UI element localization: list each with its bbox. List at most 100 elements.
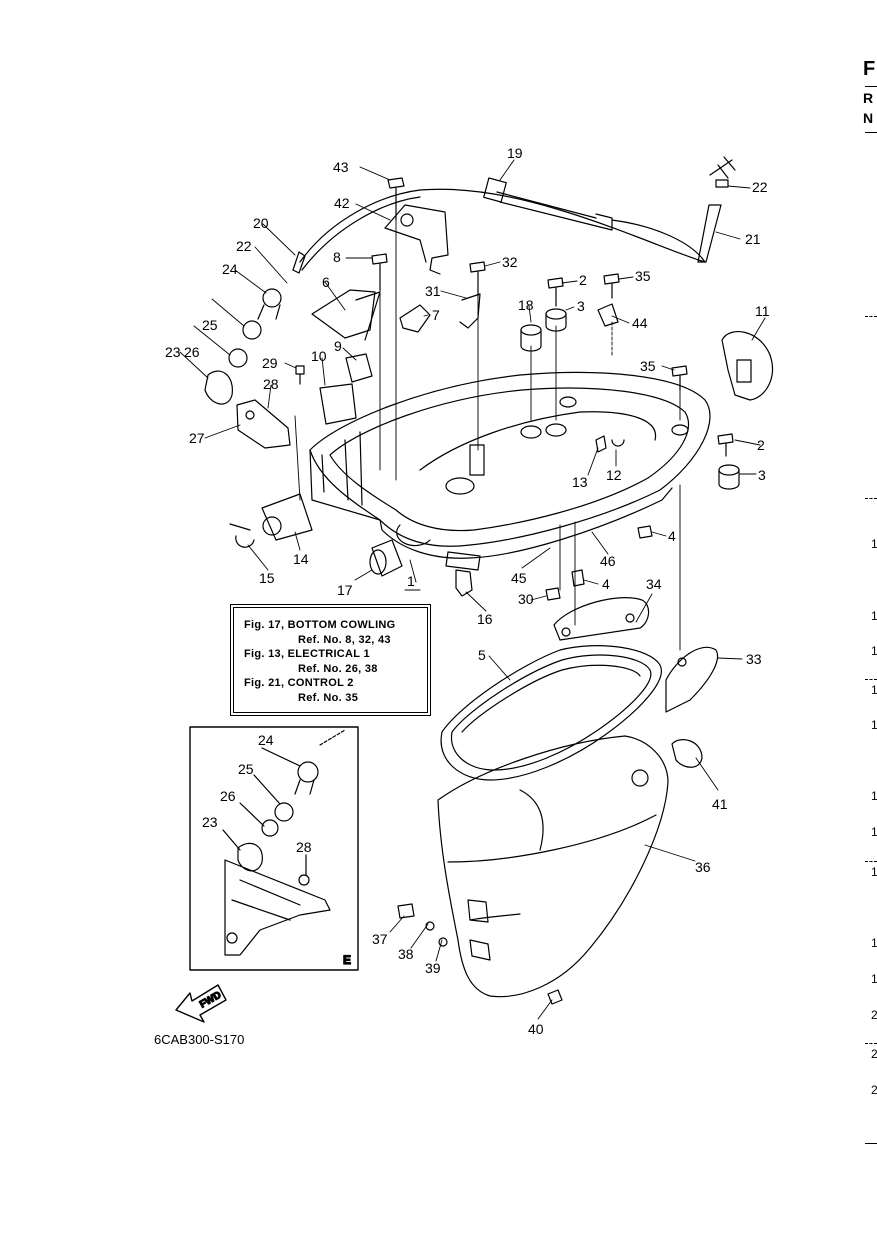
callout-24: 24: [258, 732, 274, 748]
callout-40: 40: [528, 1021, 544, 1037]
callout-4: 4: [602, 576, 610, 592]
callout-31: 31: [425, 283, 441, 299]
callout-21: 21: [745, 231, 761, 247]
callout-45: 45: [511, 570, 527, 586]
edge-dash: [865, 316, 877, 317]
callout-8: 8: [333, 249, 341, 265]
callout-33: 33: [746, 651, 762, 667]
edge-number: 1: [871, 644, 877, 658]
callout-23: 23: [165, 344, 181, 360]
edge-number: 1: [871, 537, 877, 551]
callout-38: 38: [398, 946, 414, 962]
callout-14: 14: [293, 551, 309, 567]
callout-42: 42: [334, 195, 350, 211]
lower-cover-drawing: [397, 735, 669, 1005]
edge-dash: [865, 679, 877, 680]
callout-23: 23: [202, 814, 218, 830]
callout-20: 20: [253, 215, 269, 231]
callout-25: 25: [238, 761, 254, 777]
ref-line-1: Fig. 17, BOTTOM COWLING: [244, 619, 396, 631]
callout-2: 2: [757, 437, 765, 453]
edge-number: 1: [871, 683, 877, 697]
callout-41: 41: [712, 796, 728, 812]
callout-18: 18: [518, 297, 534, 313]
parent-callout: 1: [407, 573, 415, 589]
edge-number: 1: [871, 825, 877, 839]
callout-25: 25: [202, 317, 218, 333]
callout-16: 16: [477, 611, 493, 627]
callout-15: 15: [259, 570, 275, 586]
callout-32: 32: [502, 254, 518, 270]
edge-rule: [865, 132, 877, 133]
callout-36: 36: [695, 859, 711, 875]
callout-6: 6: [322, 274, 330, 290]
edge-number: 1: [871, 936, 877, 950]
callout-26: 26: [220, 788, 236, 804]
callout-35: 35: [640, 358, 656, 374]
edge-dash: [865, 498, 877, 499]
edge-rule: [865, 86, 877, 87]
edge-number: 1: [871, 609, 877, 623]
edge-letter-r: R: [863, 90, 874, 106]
callout-28: 28: [263, 376, 279, 392]
edge-letter-n: N: [863, 110, 874, 126]
callout-34: 34: [646, 576, 662, 592]
callout-28: 28: [296, 839, 312, 855]
bottom-cowling-tray-drawing: [309, 371, 711, 559]
edge-letter-f: F: [863, 58, 876, 80]
edge-dash: [865, 861, 877, 862]
callout-30: 30: [518, 591, 534, 607]
callout-4: 4: [668, 528, 676, 544]
diagram-code: 6CAB300-S170: [154, 1032, 245, 1047]
callout-27: 27: [189, 430, 205, 446]
edge-number: 2: [871, 1047, 877, 1061]
callout-7: 7: [432, 307, 440, 323]
fwd-arrow-icon: [175, 984, 227, 1023]
inset-e-frame: [189, 726, 359, 971]
fwd-label: FWD: [198, 990, 223, 1011]
gasket-drawing: [440, 645, 662, 781]
ref-line-3: Fig. 13, ELECTRICAL 1: [244, 648, 370, 660]
callout-37: 37: [372, 931, 388, 947]
callout-2: 2: [579, 272, 587, 288]
edge-number: 1: [871, 718, 877, 732]
callout-35: 35: [635, 268, 651, 284]
edge-number: 2: [871, 1083, 877, 1097]
ref-line-6: Ref. No. 35: [298, 692, 359, 704]
leader-lines: [179, 159, 766, 1020]
callout-44: 44: [632, 315, 648, 331]
callout-3: 3: [758, 467, 766, 483]
callout-9: 9: [334, 338, 342, 354]
callout-19: 19: [507, 145, 523, 161]
callout-24: 24: [222, 261, 238, 277]
ref-line-4: Ref. No. 26, 38: [298, 663, 378, 675]
callout-12: 12: [606, 467, 622, 483]
reference-box: Fig. 17, BOTTOM COWLING Ref. No. 8, 32, …: [230, 604, 431, 716]
callout-39: 39: [425, 960, 441, 976]
callout-17: 17: [337, 582, 353, 598]
fasteners-drawing: [295, 177, 740, 886]
callout-29: 29: [262, 355, 278, 371]
brackets-drawing: [236, 204, 619, 449]
callout-46: 46: [600, 553, 616, 569]
callout-5: 5: [478, 647, 486, 663]
ref-line-2: Ref. No. 8, 32, 43: [298, 634, 391, 646]
edge-rule: [865, 1143, 877, 1144]
callout-10: 10: [311, 348, 327, 364]
callout-22: 22: [752, 179, 768, 195]
edge-number: 2: [871, 1008, 877, 1022]
callout-26: 26: [184, 344, 200, 360]
inset-label: E: [343, 953, 351, 967]
ref-line-5: Fig. 21, CONTROL 2: [244, 677, 354, 689]
edge-number: 1: [871, 972, 877, 986]
edge-number: 1: [871, 865, 877, 879]
callout-11: 11: [755, 303, 770, 319]
knob-assembly-drawing: [204, 288, 481, 597]
callout-3: 3: [577, 298, 585, 314]
control-cable-drawing: [292, 156, 736, 274]
edge-number: 1: [871, 789, 877, 803]
edge-dash: [865, 1043, 877, 1044]
